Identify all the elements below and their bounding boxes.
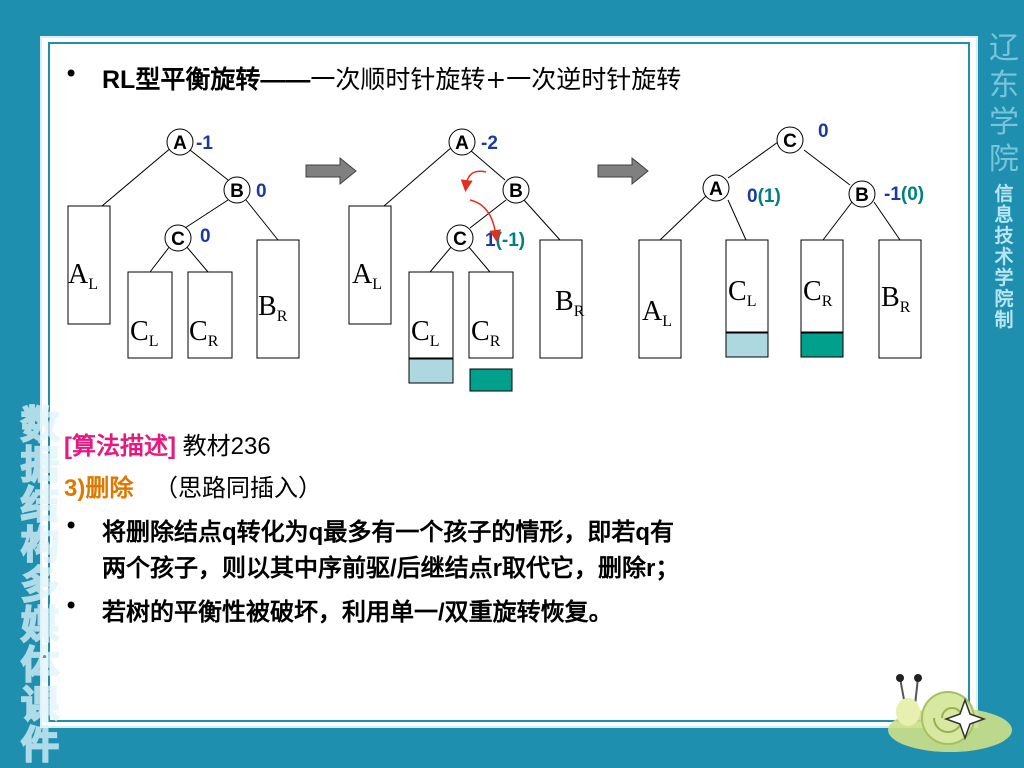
- subtree-br-label: BR: [258, 291, 288, 325]
- sidebar-left-char: 体: [20, 642, 60, 687]
- node-a-label: A: [709, 179, 723, 200]
- sidebar-big-char: 东: [989, 68, 1019, 103]
- sidebar-small-char: 息: [994, 204, 1014, 226]
- node-b-label: B: [509, 181, 523, 202]
- subtree-cr-label: CR: [803, 276, 833, 310]
- sidebar-small-char: 制: [994, 309, 1014, 331]
- balance-factor-b: 0: [256, 181, 267, 202]
- sidebar-small-char: 院: [994, 288, 1014, 310]
- subtree-cl-label: CL: [728, 276, 756, 310]
- subtree-br-label: BR: [881, 282, 911, 316]
- algorithm-label: [算法描述]: [64, 433, 176, 460]
- sidebar-left-char: 构: [20, 522, 60, 567]
- sparkle-star-icon: [943, 697, 987, 741]
- inserted-node-dark: [469, 368, 513, 392]
- title-bullet: •: [64, 60, 79, 88]
- list-bullet: •: [64, 592, 79, 620]
- inserted-node-light: [725, 332, 769, 358]
- rotation-arrow-icon: [469, 199, 502, 242]
- node-b-label: B: [230, 181, 244, 202]
- sidebar-left-char: 件: [20, 722, 60, 767]
- sidebar-left-char: 多: [20, 562, 60, 607]
- list-item-line: 将删除结点q转化为q最多有一个孩子的情形，即若q有: [102, 519, 674, 546]
- sidebar-left-char: 结: [20, 482, 60, 527]
- balance-factor-a: -2: [481, 133, 498, 154]
- list-item-line: 若树的平衡性被破坏，利用单一/双重旋转恢复。: [102, 599, 613, 626]
- right-arrow-icon: [305, 156, 357, 186]
- sidebar-left-title: 数 据 结 构 多 媒 体 课 件: [0, 402, 80, 767]
- right-arrow-icon: [597, 156, 649, 186]
- title-suffix: 一次顺时针旋转+一次逆时针旋转: [310, 65, 682, 94]
- list-item-line: 两个孩子，则以其中序前驱/后继结点r取代它，删除r；: [102, 555, 680, 582]
- sidebar-big-char: 院: [989, 142, 1019, 177]
- title-prefix: RL型平衡旋转——: [102, 66, 311, 94]
- balance-factor-a: -1: [196, 133, 213, 154]
- node-a-label: A: [455, 133, 469, 154]
- balance-factor-c: 0: [200, 226, 211, 247]
- node-c-label: C: [783, 131, 797, 152]
- sidebar-small-char: 学: [994, 267, 1014, 289]
- balance-factor-c: 1(-1): [485, 230, 525, 251]
- algorithm-ref: 教材236: [182, 433, 271, 460]
- balance-factor-c: 0: [818, 121, 829, 142]
- sidebar-small-char: 信: [994, 183, 1014, 205]
- balance-factor-b: -1(0): [884, 184, 924, 205]
- sidebar-small-char: 技: [994, 225, 1014, 247]
- subtree-cr-label: CR: [189, 316, 219, 350]
- slide-frame-inner: [48, 42, 970, 722]
- page-title: RL型平衡旋转——一次顺时针旋转+一次逆时针旋转: [102, 60, 681, 96]
- subtree-br-label: BR: [555, 286, 585, 320]
- node-c-label: C: [453, 229, 467, 250]
- subtree-cl-label: CL: [130, 316, 158, 350]
- sidebar-left-char: 据: [20, 442, 60, 487]
- node-b-label: B: [855, 185, 869, 206]
- node-c-label: C: [171, 229, 185, 250]
- sidebar-left-char: 数: [20, 402, 60, 447]
- list-bullet: •: [64, 512, 79, 540]
- inserted-node-dark: [800, 332, 844, 358]
- subtree-cr-label: CR: [471, 316, 501, 350]
- balance-factor-a: 0(1): [747, 186, 781, 207]
- rotation-arrow-icon: [460, 170, 487, 192]
- subtree-al-label: AL: [68, 259, 98, 293]
- section-heading: 3)删除 （思路同插入）: [64, 468, 322, 503]
- tree-before-rotation: A B C -1 0 0 AL CL CR BR: [67, 128, 300, 359]
- algorithm-reference: [算法描述] 教材236: [64, 426, 271, 461]
- section-note: （思路同插入）: [154, 475, 323, 502]
- sidebar-big-char: 学: [989, 105, 1019, 140]
- sidebar-big-char: 辽: [989, 31, 1019, 66]
- sidebar-left-char: 课: [20, 682, 60, 727]
- section-label: 3)删除: [64, 475, 134, 502]
- node-a-label: A: [173, 133, 187, 154]
- inserted-node-light: [408, 358, 454, 384]
- sidebar-small-char: 术: [994, 246, 1014, 268]
- subtree-al-label: AL: [642, 296, 672, 330]
- subtree-al-label: AL: [352, 259, 382, 293]
- subtree-cl-label: CL: [411, 316, 439, 350]
- tree-after-first-rotation: A B C -2 1(-1) AL CL CR BR: [348, 128, 585, 392]
- sidebar-left-char: 媒: [20, 602, 60, 647]
- tree-after-second-rotation: C A B 0 0(1) -1(0) AL CL CR BR: [638, 121, 924, 359]
- snail-decoration-icon: [888, 674, 1012, 752]
- sidebar-right-logo: 辽 东 学 院 信 息 技 术 学 院 制: [984, 30, 1024, 331]
